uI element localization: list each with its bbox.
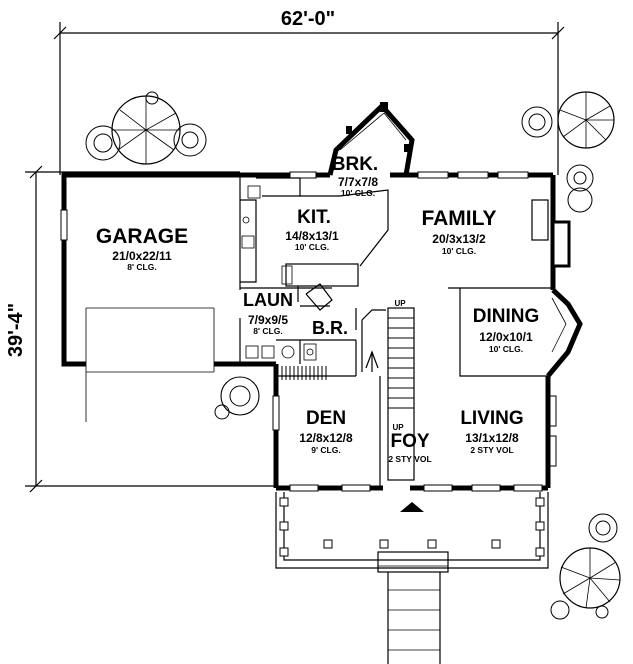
room-kitchen: KIT. 14/8x13/1 10' CLG. xyxy=(285,207,339,252)
tree-icon xyxy=(85,91,207,165)
depth-label: 39'-4" xyxy=(5,303,27,357)
tree-icon xyxy=(521,91,615,213)
breakfast-bay xyxy=(327,102,415,178)
room-size: 21/0x22/11 xyxy=(112,249,172,263)
room-family: FAMILY 20/3x13/2 10' CLG. xyxy=(421,207,496,256)
fireplace xyxy=(531,199,571,268)
room-name: DINING xyxy=(473,306,540,327)
room-dining: DINING 12/0x10/1 10' CLG. xyxy=(473,306,540,354)
room-breakfast: BRK. 7/7x7/8 10' CLG. xyxy=(332,154,379,198)
room-name: DEN xyxy=(306,408,346,429)
room-size: 13/1x12/8 xyxy=(465,431,519,445)
interior-walls xyxy=(239,175,553,488)
tree-icon xyxy=(550,513,621,620)
dining-bay xyxy=(546,288,583,378)
width-label: 62'-0" xyxy=(281,8,335,30)
room-ceiling: 10' CLG. xyxy=(341,188,375,198)
room-name: BRK. xyxy=(332,154,378,175)
room-ceiling: 2 STY VOL xyxy=(388,454,431,464)
room-size: 20/3x13/2 xyxy=(432,232,486,246)
room-ceiling: 8' CLG. xyxy=(127,262,156,272)
room-name: FAMILY xyxy=(421,207,496,230)
room-size: 7/9x9/5 xyxy=(248,313,288,327)
room-size: 7/7x7/8 xyxy=(338,175,378,189)
staircase[interactable]: UP UP xyxy=(361,299,415,481)
room-ceiling: 10' CLG. xyxy=(442,246,476,256)
room-ceiling: 10' CLG. xyxy=(295,242,329,252)
room-laundry: LAUN 7/9x9/5 8' CLG. xyxy=(243,290,293,336)
room-bath: B.R. xyxy=(312,318,348,338)
room-garage: GARAGE 21/0x22/11 8' CLG. xyxy=(96,225,188,272)
room-name: LAUN xyxy=(243,290,293,310)
room-den: DEN 12/8x12/8 9' CLG. xyxy=(299,408,353,455)
room-name: B.R. xyxy=(312,318,348,338)
overall-width-dimension: 62'-0" xyxy=(53,8,565,175)
overall-depth-dimension: 39'-4" xyxy=(4,165,275,493)
room-ceiling: 8' CLG. xyxy=(253,326,282,336)
windows xyxy=(60,171,557,492)
room-foyer: FOY 2 STY VOL xyxy=(388,431,431,464)
stair-up-label: UP xyxy=(394,299,406,308)
room-living: LIVING 13/1x12/8 2 STY VOL xyxy=(460,408,523,455)
entry-arrow-icon xyxy=(400,502,424,512)
room-size: 14/8x13/1 xyxy=(285,229,339,243)
front-porch xyxy=(275,492,549,664)
room-name: GARAGE xyxy=(96,225,188,248)
room-size: 12/0x10/1 xyxy=(479,330,533,344)
room-ceiling: 2 STY VOL xyxy=(470,445,513,455)
room-name: KIT. xyxy=(297,207,331,228)
room-size: 12/8x12/8 xyxy=(299,431,353,445)
driveway xyxy=(85,307,215,422)
tree-icon xyxy=(214,376,260,420)
room-ceiling: 9' CLG. xyxy=(311,445,340,455)
room-ceiling: 10' CLG. xyxy=(489,344,523,354)
room-name: LIVING xyxy=(460,408,523,429)
room-name: FOY xyxy=(390,431,429,452)
stair-up-label: UP xyxy=(392,423,404,432)
